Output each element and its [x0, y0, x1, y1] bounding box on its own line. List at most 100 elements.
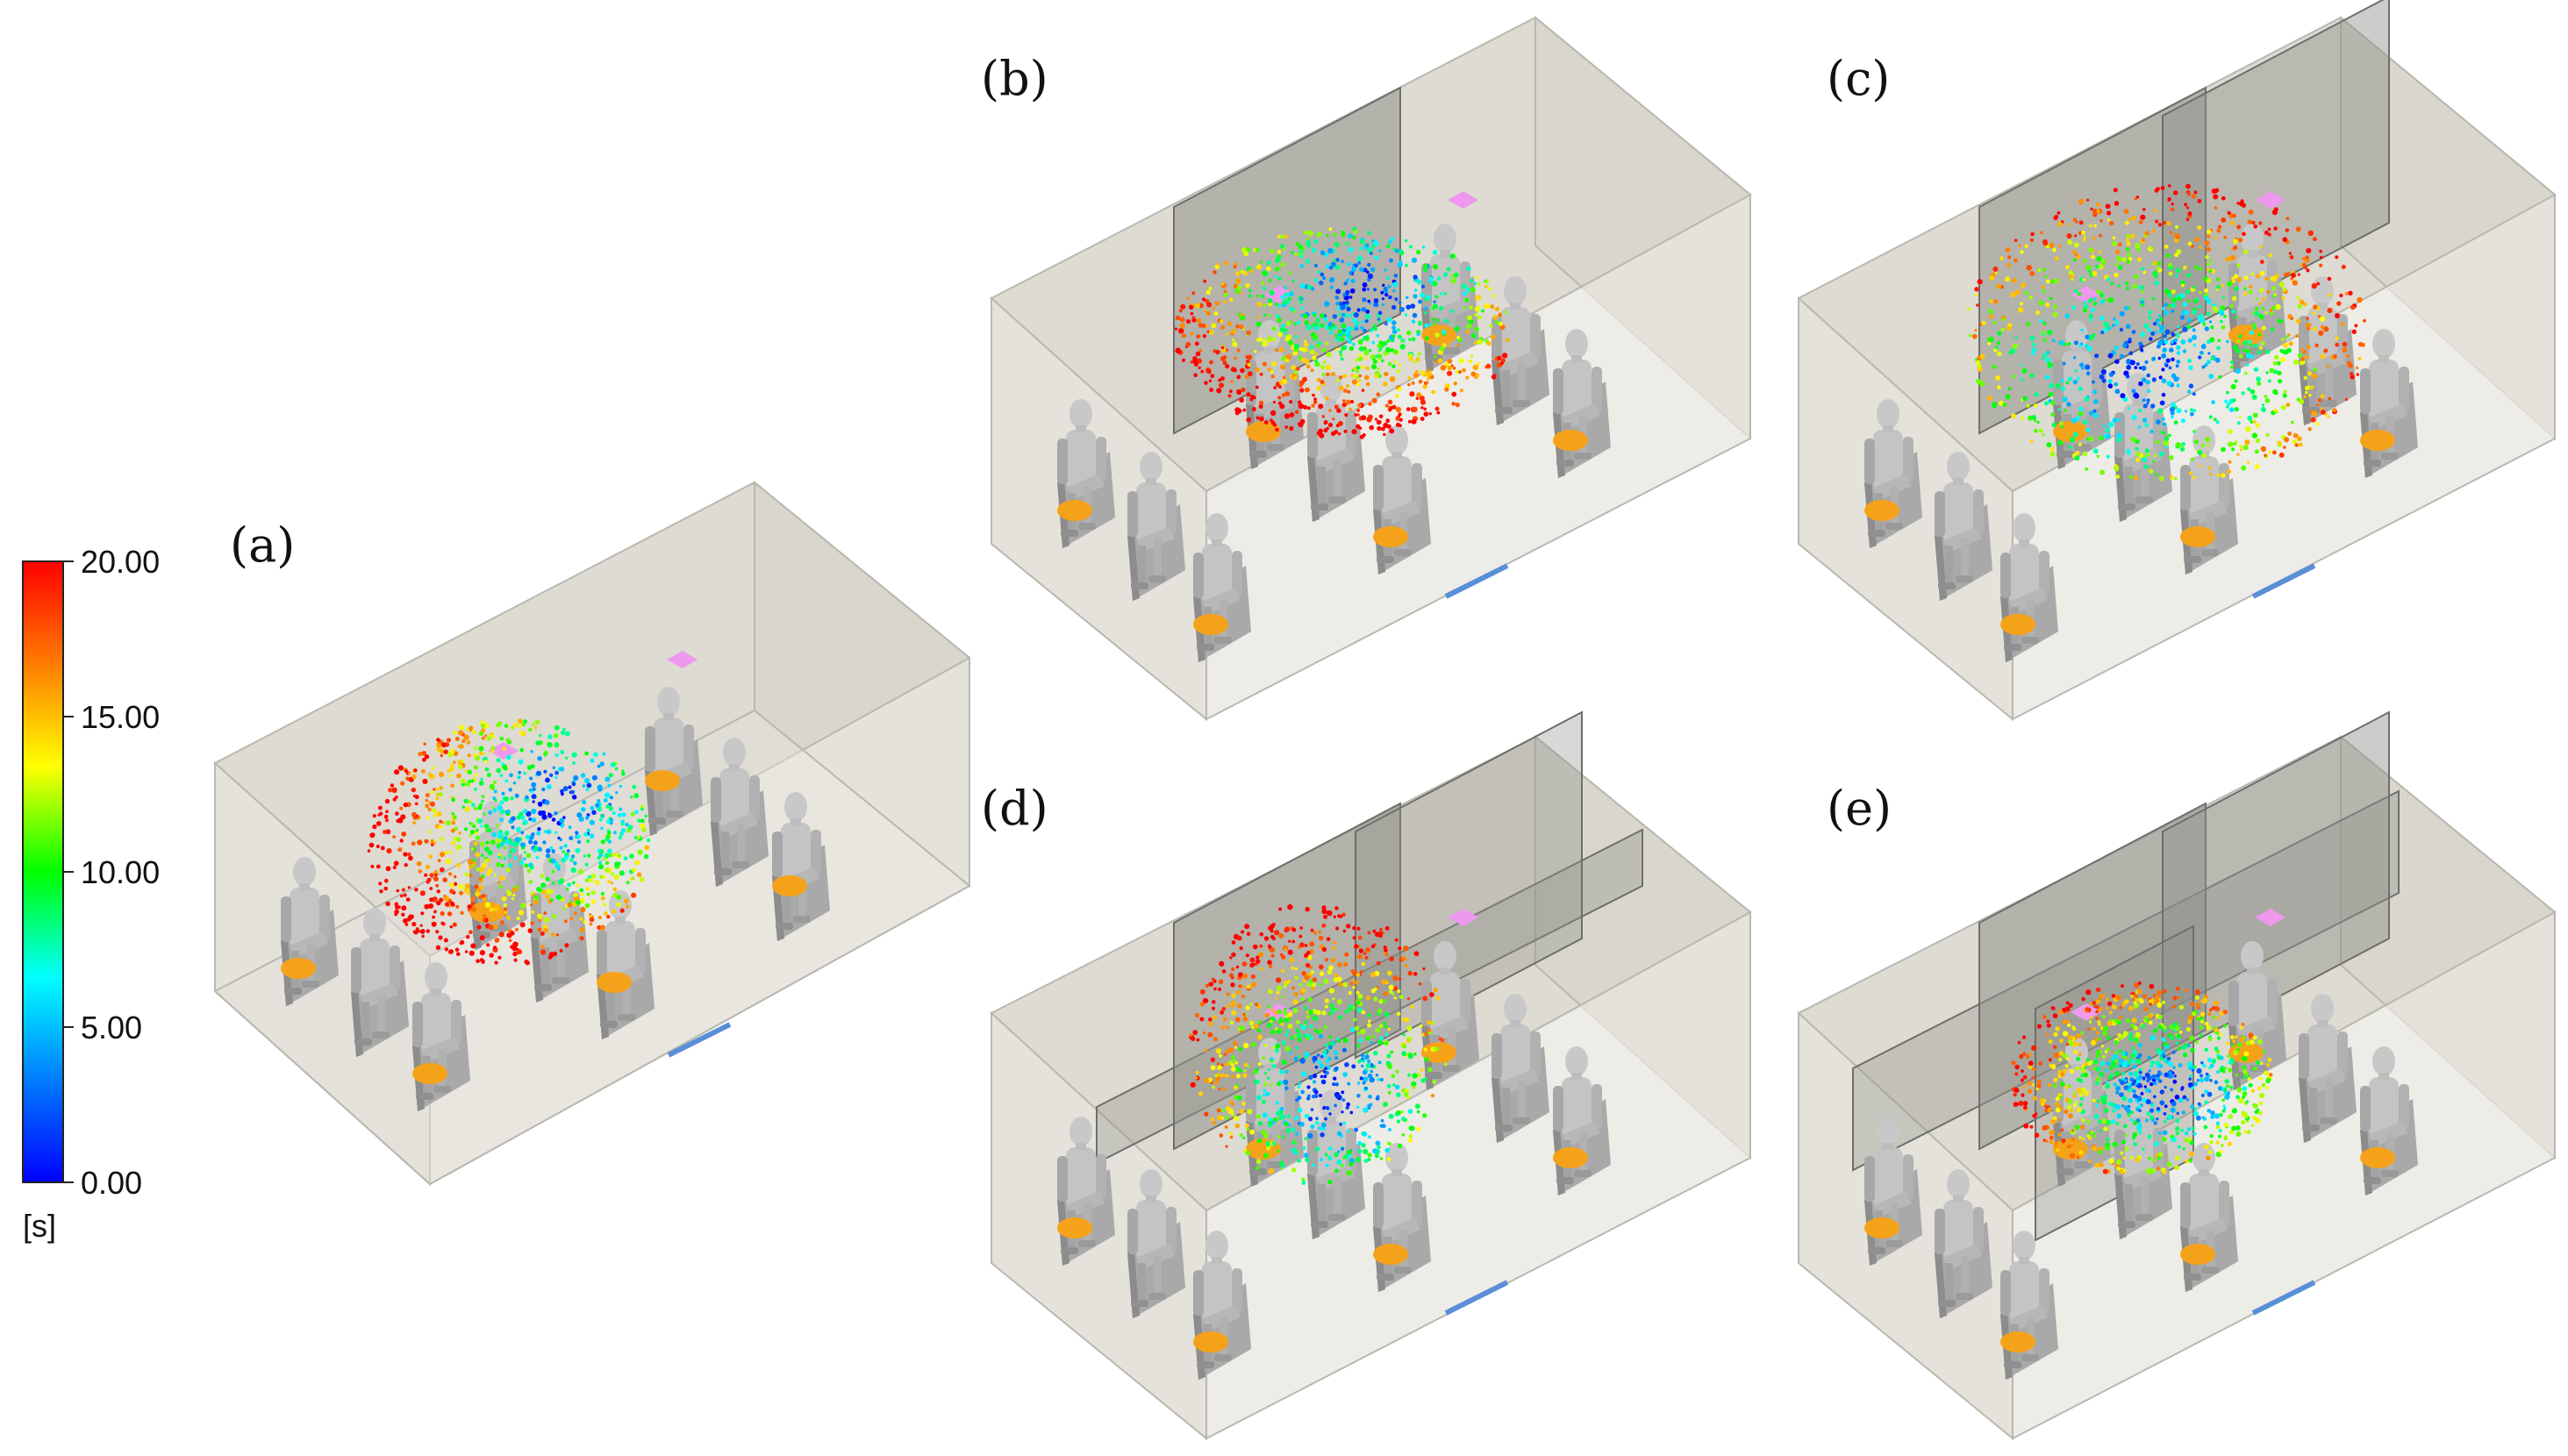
particle [1444, 387, 1449, 392]
particle [2118, 242, 2122, 246]
particle [1387, 361, 1392, 367]
particle [600, 891, 605, 896]
particle [2327, 276, 2332, 282]
particle [2175, 274, 2178, 278]
particle [640, 807, 644, 811]
particle [1216, 262, 1220, 267]
particle [2096, 1100, 2100, 1103]
particle [479, 867, 485, 873]
particle [2302, 256, 2306, 261]
particle [2031, 415, 2037, 420]
particle [1466, 324, 1472, 330]
particle [2014, 1072, 2019, 1076]
particle [633, 793, 640, 799]
particle [1324, 301, 1330, 307]
particle [1209, 981, 1214, 987]
colorbar: 20.00 15.00 10.00 5.00 0.00 [s] [22, 544, 160, 1244]
particle [1477, 339, 1484, 345]
particle [1331, 946, 1335, 950]
particle [646, 838, 651, 843]
particle [1307, 1094, 1311, 1098]
particle [2045, 302, 2050, 307]
particle [2055, 1096, 2060, 1102]
particle [2200, 1078, 2204, 1083]
particle [384, 818, 389, 823]
particle [1328, 1035, 1333, 1039]
particle [2092, 1146, 2097, 1152]
particle [2245, 426, 2251, 432]
particle [1323, 360, 1327, 364]
particle [2228, 460, 2232, 464]
particle [2204, 326, 2209, 332]
particle [1333, 232, 1337, 237]
particle [2290, 420, 2294, 425]
particle [2158, 1063, 2164, 1068]
particle [492, 780, 497, 785]
particle [2095, 1053, 2099, 1059]
particle [1178, 328, 1184, 334]
particle [2099, 1060, 2106, 1067]
particle [423, 742, 426, 746]
particle [1196, 318, 1202, 324]
particle [1975, 358, 1978, 361]
particle [2191, 1068, 2195, 1073]
particle [1336, 1131, 1342, 1137]
particle [1360, 1028, 1366, 1035]
particle [2078, 406, 2084, 411]
particle [1182, 358, 1185, 362]
particle [531, 910, 535, 914]
particle [2293, 432, 2299, 439]
particle [586, 813, 590, 817]
particle [2296, 296, 2300, 299]
particle [563, 854, 569, 860]
particle [2215, 1121, 2220, 1125]
particle [526, 810, 532, 817]
particle [2248, 1032, 2254, 1038]
particle [1334, 296, 1340, 300]
particle [1206, 302, 1212, 308]
particle [464, 883, 470, 889]
particle [1323, 979, 1329, 984]
particle [1992, 320, 1997, 325]
particle [512, 893, 516, 897]
particle [1208, 1017, 1212, 1022]
particle [2170, 1107, 2176, 1113]
particle [1237, 1027, 1241, 1031]
particle [528, 862, 533, 867]
particle [2319, 316, 2325, 322]
particle [2020, 1078, 2024, 1082]
particle [1185, 318, 1191, 325]
particle [2203, 1124, 2208, 1130]
particle [2266, 1063, 2270, 1067]
particle [2072, 218, 2078, 222]
particle [2188, 471, 2192, 475]
particle [2100, 1045, 2104, 1048]
particle [460, 939, 465, 945]
particle [2207, 1011, 2212, 1017]
particle [2207, 301, 2211, 305]
particle [2316, 403, 2320, 407]
particle [1363, 346, 1367, 351]
particle [2205, 437, 2211, 443]
particle [480, 728, 486, 733]
particle [376, 845, 380, 848]
particle [540, 949, 547, 955]
particle [2164, 1045, 2170, 1050]
particle [2087, 299, 2092, 303]
particle [1974, 293, 1978, 297]
particle [1325, 1059, 1330, 1063]
particle [486, 736, 491, 741]
particle [1284, 413, 1291, 419]
particle [455, 904, 460, 909]
particle [2258, 1076, 2263, 1081]
inlet-vent-b2 [1263, 286, 1294, 303]
particle [2148, 316, 2152, 320]
particle [2040, 231, 2043, 234]
particle [1434, 295, 1439, 299]
particle [1448, 345, 1451, 348]
particle [2036, 420, 2040, 425]
particle [1436, 410, 1441, 415]
particle [1326, 372, 1330, 377]
particle [463, 734, 469, 740]
particle [1306, 981, 1313, 987]
